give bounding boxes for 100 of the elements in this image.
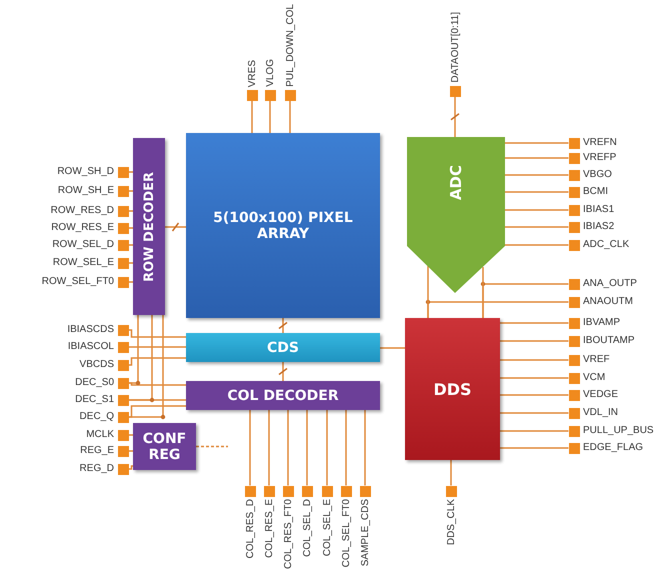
pin-label: ADC_CLK [583,239,630,250]
pin-pad [118,378,128,388]
pin-pad [244,486,256,496]
pin-label: ROW_SEL_FT0 [42,276,114,287]
pin-label: VRES [247,60,258,87]
pin-pad [322,486,332,496]
pin-label: DEC_S0 [75,377,114,388]
pin-label: DEC_Q [80,411,114,422]
row-decoder-block [133,138,165,315]
pin-pad [568,222,580,232]
pin-label: COL_RES_E [264,499,275,558]
pin-label: SAMPLE_CDS [360,499,371,566]
connector-line [500,340,568,342]
pin-pad [302,486,312,496]
block-label: ADC [447,165,465,200]
pin-label: REG_D [80,463,114,474]
connector-line [500,322,568,324]
pin-pad [118,258,128,268]
connector-line [505,157,568,159]
pin-label: IBVAMP [583,317,620,328]
pin-pad [446,486,456,496]
pin-pad [568,240,580,250]
pin-label: COL_SEL_D [302,499,313,557]
pin-label: VBCDS [80,359,114,370]
cds-block [186,333,380,362]
connector-line [326,410,328,486]
pin-pad [568,426,580,436]
pin-label: REG_E [80,445,114,456]
pin-label: IBIASCOL [68,341,114,352]
connector-line [505,226,568,228]
connector-line [500,430,568,432]
connector-line [380,347,405,349]
pin-label: PULL_UP_BUS [583,425,654,436]
conf-reg-block [133,423,196,470]
connector-line [500,359,568,361]
pin-label: VREFP [583,152,616,163]
pin-label: ANA_OUTP [583,278,637,289]
block-label: DDS [432,380,473,398]
pin-pad [284,90,296,100]
connector-line [450,460,452,486]
pin-pad [118,186,128,196]
pin-pad [118,430,128,440]
pin-pad [568,318,580,328]
pin-pad [282,486,294,496]
pin-pad [568,204,580,216]
pin-label: IBIAS1 [583,204,614,215]
pin-pad [568,170,580,180]
connector-line [289,100,291,133]
connector-line [505,174,568,176]
dashed-line [196,446,228,448]
connector-line [128,315,166,420]
pin-pad [118,446,128,456]
pin-pad [264,486,274,496]
connector-line [500,394,568,396]
pin-label: IBIASCDS [67,324,114,335]
connector-line [482,267,484,318]
pin-pad [118,360,128,370]
connector-line [249,410,251,486]
block-label: CDS [266,340,300,356]
pin-label: ROW_RES_D [50,205,114,216]
dds-block [405,318,500,460]
pin-label: VLOG [265,59,276,87]
pin-label: IBOUTAMP [583,335,634,346]
connector-line [128,346,186,348]
pin-label: VDL_IN [583,407,618,418]
connector-line [505,244,568,246]
pin-pad [246,90,258,100]
pin-label: DATAOUT[0:11] [450,12,461,83]
pin-label: VEDGE [583,389,618,400]
bus-line [278,318,288,333]
pin-label: COL_RES_FT0 [283,499,294,570]
connector-line [364,410,366,486]
pin-pad [360,486,370,496]
pin-pad [568,372,580,384]
pin-pad [568,408,580,418]
block-label: ROW DECODER [142,172,156,282]
connector-line [128,329,186,338]
pin-label: VCM [583,372,606,383]
connector-line [500,447,568,449]
pin-pad [568,186,580,198]
pin-label: ANAOUTM [583,296,633,307]
pin-pad [118,394,128,406]
pin-label: ROW_SEL_D [52,239,114,250]
pin-label: PUL_DOWN_COL [285,4,296,87]
connector-line [128,315,140,386]
pin-pad [568,278,580,290]
pin-pad [118,324,128,336]
pin-pad [118,276,128,288]
pin-pad [568,354,580,366]
connector-line [500,412,568,414]
connector-line [345,410,347,486]
bus-line [450,96,460,137]
connector-line [505,209,568,211]
pin-pad [450,86,460,96]
pin-pad [568,296,580,308]
connector-line [500,377,568,379]
pin-pad [118,240,128,250]
pin-pad [118,206,128,216]
pin-pad [264,90,276,100]
connector-line [269,100,271,133]
